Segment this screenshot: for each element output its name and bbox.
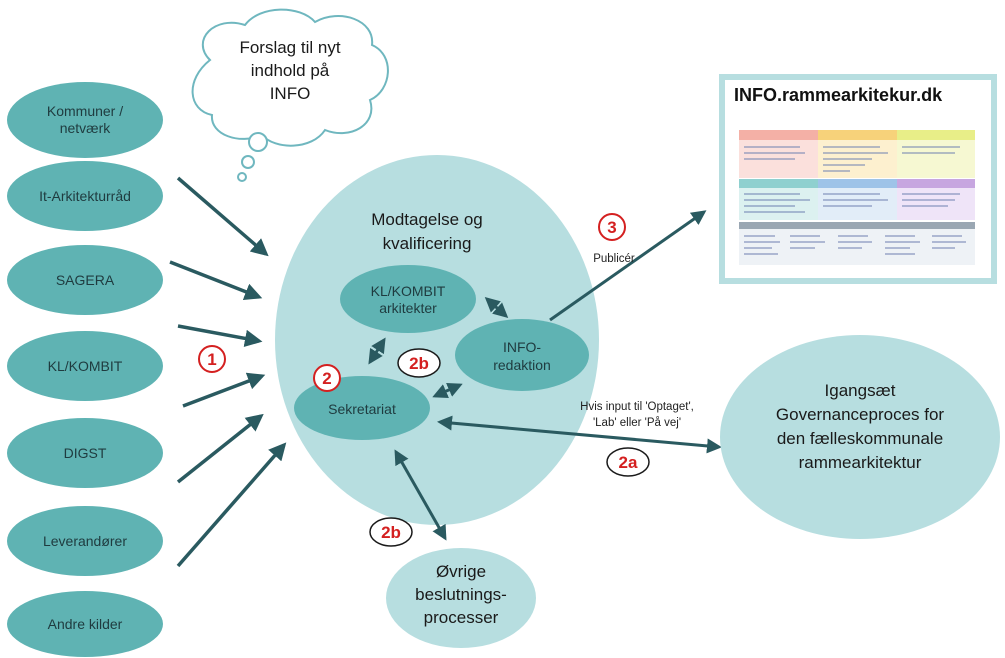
central-title-line-1: Modtagelse og — [371, 210, 483, 229]
svg-text:INFO-: INFO- — [503, 339, 541, 355]
svg-text:3: 3 — [607, 218, 616, 237]
svg-text:rammearkitektur: rammearkitektur — [799, 453, 922, 472]
source-kl-kombit: KL/KOMBIT — [7, 331, 163, 401]
svg-text:Leverandører: Leverandører — [43, 533, 127, 549]
step-2b-bottom-badge: 2b — [369, 517, 413, 547]
svg-text:Sekretariat: Sekretariat — [328, 401, 396, 417]
svg-text:SAGERA: SAGERA — [56, 272, 115, 288]
source-andre-kilder: Andre kilder — [7, 591, 163, 657]
source-leverandoerer: Leverandører — [7, 506, 163, 576]
svg-text:DIGST: DIGST — [64, 445, 107, 461]
svg-text:2a: 2a — [619, 453, 638, 472]
svg-text:arkitekter: arkitekter — [379, 300, 437, 316]
bubble-line-1: Forslag til nyt — [239, 38, 340, 57]
svg-text:2b: 2b — [381, 523, 401, 542]
step-2b-top-badge: 2b — [397, 348, 441, 378]
svg-text:den fælleskommunale: den fælleskommunale — [777, 429, 943, 448]
svg-text:1: 1 — [207, 350, 216, 369]
svg-text:redaktion: redaktion — [493, 357, 551, 373]
source-it-arkitekturraad: It-Arkitekturråd — [7, 161, 163, 231]
publish-label: Publicér — [593, 253, 635, 265]
step-2-badge: 2 — [313, 364, 341, 392]
svg-text:processer: processer — [424, 608, 499, 627]
bubble-line-2: indhold på — [251, 61, 330, 80]
source-sagera: SAGERA — [7, 245, 163, 315]
thought-bubble: Forslag til nyt indhold på INFO — [191, 8, 389, 182]
svg-text:Kommuner /: Kommuner / — [47, 103, 123, 119]
condition-line-1: Hvis input til 'Optaget', — [580, 401, 694, 413]
svg-text:Igangsæt: Igangsæt — [825, 381, 896, 400]
condition-line-2: 'Lab' eller 'På vej' — [593, 417, 681, 429]
bubble-line-3: INFO — [270, 84, 311, 103]
svg-text:Andre kilder: Andre kilder — [48, 616, 123, 632]
svg-text:Governanceproces for: Governanceproces for — [776, 405, 945, 424]
internal-arrows — [368, 210, 722, 541]
svg-text:2: 2 — [322, 369, 331, 388]
svg-text:netværk: netværk — [60, 120, 112, 136]
step-1-badge: 1 — [198, 345, 226, 373]
step-3-badge: 3 — [598, 213, 626, 241]
editorial-node: INFO- redaktion — [455, 319, 589, 391]
svg-text:It-Arkitekturråd: It-Arkitekturråd — [39, 188, 131, 204]
svg-text:beslutnings-: beslutnings- — [415, 585, 507, 604]
central-title-line-2: kvalificering — [383, 234, 472, 253]
step-2a-badge: 2a — [606, 447, 650, 477]
source-kommuner: Kommuner / netværk — [7, 82, 163, 158]
svg-text:2b: 2b — [409, 354, 429, 373]
secretariat-node: Sekretariat — [294, 376, 430, 440]
architects-node: KL/KOMBIT arkitekter — [340, 265, 476, 333]
source-digst: DIGST — [7, 418, 163, 488]
svg-text:KL/KOMBIT: KL/KOMBIT — [48, 358, 123, 374]
governance-node: Igangsæt Governanceproces for den fælles… — [720, 335, 1000, 539]
info-panel: INFO.rammearkitekur.dk — [719, 74, 997, 284]
svg-text:Øvrige: Øvrige — [436, 562, 486, 581]
svg-text:KL/KOMBIT: KL/KOMBIT — [371, 283, 446, 299]
input-arrows — [169, 176, 287, 568]
other-processes-node: Øvrige beslutnings- processer — [386, 548, 536, 648]
info-panel-title: INFO.rammearkitekur.dk — [734, 85, 943, 105]
info-panel-thumbnail — [739, 123, 975, 265]
